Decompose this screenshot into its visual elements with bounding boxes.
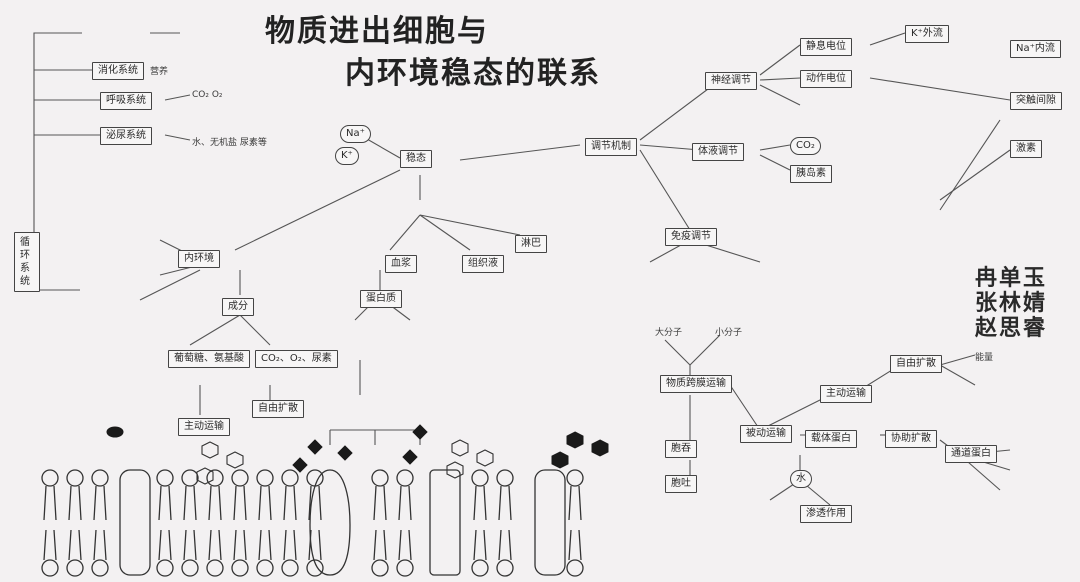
- channel-protein-3: [534, 469, 566, 576]
- author-2: 张林婧: [975, 290, 1048, 316]
- node-k-efflux: K⁺外流: [905, 25, 949, 43]
- channel-protein-1: [119, 469, 151, 576]
- lipid-heads-bottom: [41, 559, 584, 577]
- node-protein: 蛋白质: [360, 290, 402, 308]
- node-co2: CO₂: [790, 137, 821, 155]
- node-osmosis: 渗透作用: [800, 505, 852, 523]
- node-homeostasis: 稳态: [400, 150, 432, 168]
- note-large-molecules: 大分子: [655, 328, 683, 338]
- molecule-hexagon: [566, 431, 584, 449]
- node-k-ion: K⁺: [335, 147, 359, 165]
- author-1: 冉单玉: [975, 265, 1048, 291]
- node-comp-nutrients: 葡萄糖、氨基酸: [168, 350, 250, 368]
- node-cross-membrane: 物质跨膜运输: [660, 375, 732, 393]
- note-waste: 水、无机盐 尿素等: [192, 138, 267, 148]
- note-gases: CO₂ O₂: [192, 90, 223, 100]
- node-carrier-protein: 载体蛋白: [805, 430, 857, 448]
- title-line-1: 物质进出细胞与: [265, 14, 489, 49]
- node-regulation: 调节机制: [585, 138, 637, 156]
- node-digestive-system: 消化系统: [92, 62, 144, 80]
- note-energy: 能量: [975, 353, 994, 363]
- node-channel-protein: 通道蛋白: [945, 445, 997, 463]
- node-synaptic-cleft: 突触间隙: [1010, 92, 1062, 110]
- node-action-potential: 动作电位: [800, 70, 852, 88]
- node-active-transport-left: 主动运输: [178, 418, 230, 436]
- node-circulatory-system: 循环系统: [14, 232, 40, 292]
- node-active-transport-right: 主动运输: [820, 385, 872, 403]
- node-comp-gases: CO₂、O₂、尿素: [255, 350, 338, 368]
- node-na-influx: Na⁺内流: [1010, 40, 1061, 58]
- molecule-dot: [106, 426, 124, 438]
- node-resting-potential: 静息电位: [800, 38, 852, 56]
- node-nerve-regulation: 神经调节: [705, 72, 757, 90]
- node-urinary-system: 泌尿系统: [100, 127, 152, 145]
- node-hormone: 激素: [1010, 140, 1042, 158]
- node-internal-environment: 内环境: [178, 250, 220, 268]
- node-respiratory-system: 呼吸系统: [100, 92, 152, 110]
- node-composition: 成分: [222, 298, 254, 316]
- node-passive-transport: 被动运输: [740, 425, 792, 443]
- node-insulin: 胰岛素: [790, 165, 832, 183]
- molecule-diamond: [307, 439, 323, 455]
- node-humoral-regulation: 体液调节: [692, 143, 744, 161]
- node-endocytosis: 胞吞: [665, 440, 697, 458]
- node-facilitated-diffusion: 协助扩散: [885, 430, 937, 448]
- node-free-diffusion-left: 自由扩散: [252, 400, 304, 418]
- title-line-2: 内环境稳态的联系: [345, 56, 601, 91]
- node-exocytosis: 胞吐: [665, 475, 697, 493]
- node-na-ion: Na⁺: [340, 125, 371, 143]
- node-free-diffusion-right: 自由扩散: [890, 355, 942, 373]
- author-3: 赵思睿: [975, 315, 1048, 341]
- channel-protein-2: [429, 469, 461, 576]
- node-lymph: 淋巴: [515, 235, 547, 253]
- note-nutrition: 营养: [150, 67, 169, 77]
- node-plasma: 血浆: [385, 255, 417, 273]
- note-small-molecules: 小分子: [715, 328, 743, 338]
- node-tissue-fluid: 组织液: [462, 255, 504, 273]
- node-water: 水: [790, 470, 812, 488]
- node-immune-regulation: 免疫调节: [665, 228, 717, 246]
- carrier-protein: [309, 469, 351, 576]
- lipid-heads-top: [41, 469, 584, 487]
